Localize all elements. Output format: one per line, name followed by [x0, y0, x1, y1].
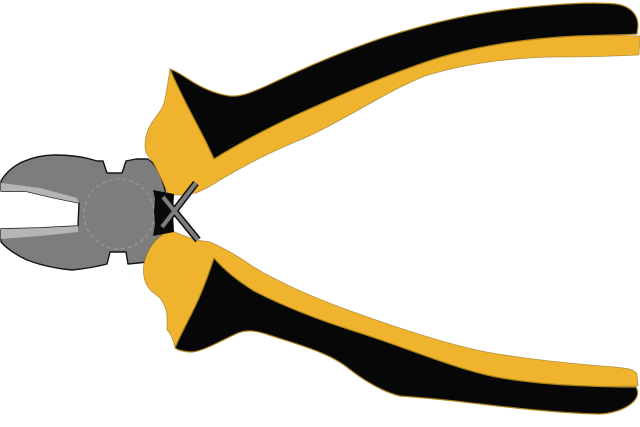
lower-blade-highlight [1, 226, 78, 239]
top-handle-black [169, 2, 639, 160]
bottom-handle-black [174, 257, 639, 415]
upper-blade-highlight [1, 183, 79, 203]
pivot-circle [83, 178, 155, 250]
pivot-cross-bar-1 [160, 181, 198, 229]
pivot-cross [159, 180, 201, 243]
pivot-cross-bar-2 [161, 195, 200, 242]
